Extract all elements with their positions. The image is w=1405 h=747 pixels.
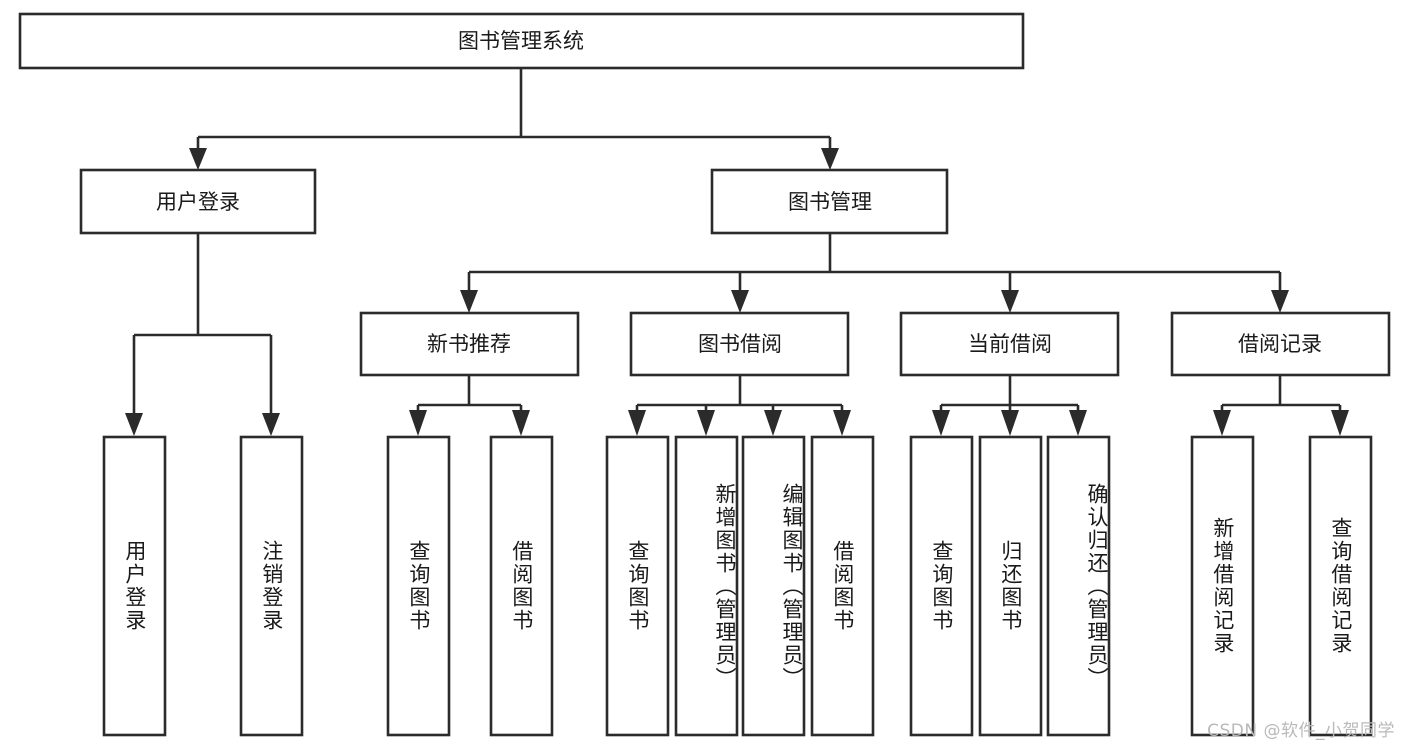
leaf-box-query-book-1[interactable] [386, 435, 451, 737]
node-new-book-recommend[interactable]: 新书推荐 [359, 311, 580, 377]
connector-book-management-to-level3 [460, 233, 1289, 313]
node-current-borrow-label: 当前借阅 [968, 332, 1052, 356]
node-current-borrow-box[interactable] [899, 311, 1120, 377]
arrowhead-leaf-user-login [125, 413, 143, 436]
leaf-box-borrow-book-1[interactable] [489, 435, 554, 737]
csdn-watermark: CSDN @软件_小贺同学 [1207, 721, 1395, 741]
leaf-box-borrow-book-2[interactable] [810, 435, 875, 737]
node-book-management-label: 图书管理 [788, 190, 872, 214]
leaf-box-query-book-2[interactable] [605, 435, 670, 737]
leaf-box-add-book[interactable] [674, 435, 739, 737]
leaf-box-query-book-3[interactable] [909, 435, 974, 737]
arrowhead-leaf-add-book [697, 410, 715, 436]
node-user-login[interactable]: 用户登录 [79, 168, 317, 235]
leaf-box-confirm-return[interactable] [1046, 435, 1111, 737]
leaf-box-logout-login[interactable] [239, 435, 304, 737]
leaf-box-edit-book[interactable] [741, 435, 806, 737]
arrowhead-leaf-confirm-return [1069, 410, 1087, 436]
arrowhead-leaf-add-record [1213, 410, 1231, 436]
node-user-login-box[interactable] [79, 168, 317, 235]
arrowhead-leaf-logout-login [262, 413, 280, 436]
arrowhead-book-borrow [731, 290, 749, 313]
arrowhead-leaf-borrow-book-2 [833, 410, 851, 436]
node-root-label: 图书管理系统 [458, 29, 584, 53]
arrowhead-leaf-query-record [1331, 410, 1349, 436]
arrowhead-leaf-query-book-1 [409, 410, 427, 436]
connector-root-to-level2 [189, 68, 839, 170]
connector-current-borrow-to-leaves [932, 375, 1087, 436]
connector-user-login-to-leaves [125, 233, 280, 436]
node-user-login-label: 用户登录 [156, 190, 240, 214]
leaf-box-add-record[interactable] [1190, 435, 1255, 737]
arrowhead-new-book-recommend [460, 290, 478, 313]
node-book-management-box[interactable] [710, 168, 949, 235]
leaf-box-query-record[interactable] [1308, 435, 1373, 737]
connector-borrow-record-to-leaves [1213, 375, 1349, 436]
node-book-borrow[interactable]: 图书借阅 [629, 311, 850, 377]
node-borrow-record-box[interactable] [1170, 311, 1391, 377]
node-current-borrow[interactable]: 当前借阅 [899, 311, 1120, 377]
arrowhead-book-management [821, 148, 839, 170]
node-book-borrow-box[interactable] [629, 311, 850, 377]
leaf-box-user-login[interactable] [102, 435, 167, 737]
arrowhead-leaf-return-book [1001, 410, 1019, 436]
node-root[interactable]: 图书管理系统 [18, 12, 1025, 70]
node-root-box[interactable] [18, 12, 1025, 70]
node-new-book-recommend-box[interactable] [359, 311, 580, 377]
node-borrow-record-label: 借阅记录 [1238, 332, 1322, 356]
node-borrow-record[interactable]: 借阅记录 [1170, 311, 1391, 377]
arrowhead-user-login [189, 148, 207, 170]
connector-new-book-recommend-to-leaves [409, 375, 530, 436]
leaf-box-return-book[interactable] [978, 435, 1043, 737]
arrowhead-leaf-edit-book [764, 410, 782, 436]
arrowhead-current-borrow [1001, 290, 1019, 313]
connector-book-borrow-to-leaves [628, 375, 851, 436]
arrowhead-leaf-query-book-2 [628, 410, 646, 436]
arrowhead-borrow-record [1271, 290, 1289, 313]
arrowhead-leaf-borrow-book-1 [512, 410, 530, 436]
node-book-borrow-label: 图书借阅 [698, 332, 782, 356]
node-book-management[interactable]: 图书管理 [710, 168, 949, 235]
leaf-boxes [102, 435, 1373, 737]
arrowhead-leaf-query-book-3 [932, 410, 950, 436]
node-new-book-recommend-label: 新书推荐 [427, 332, 511, 356]
